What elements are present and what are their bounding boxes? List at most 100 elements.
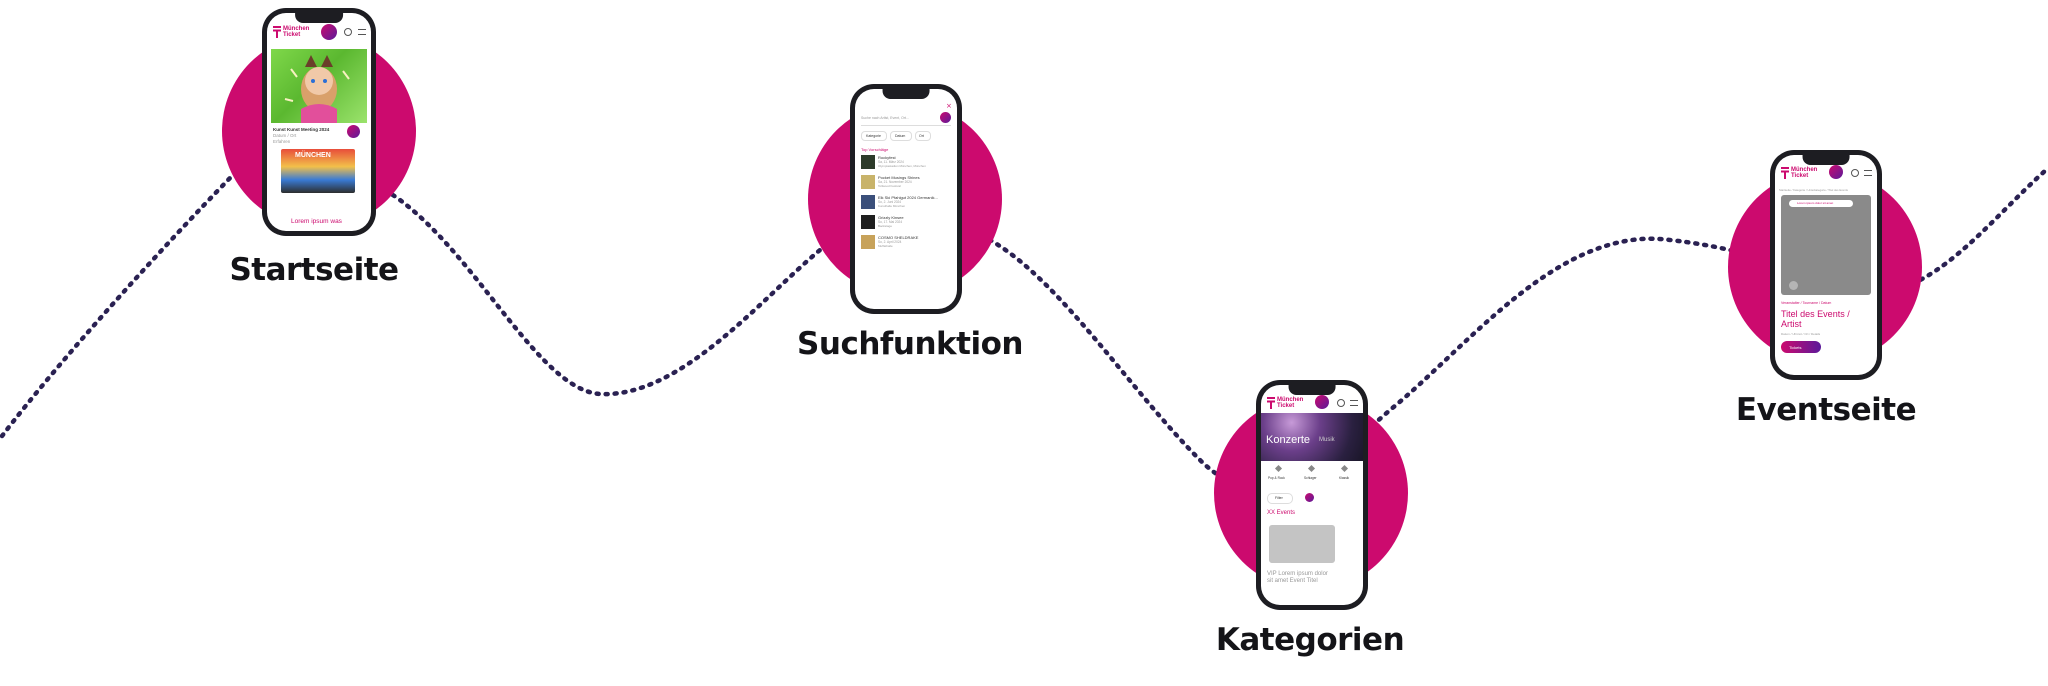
menu-icon[interactable] <box>1350 400 1358 406</box>
banner-sub: Musik <box>1319 437 1335 443</box>
brand-line1: München <box>283 26 310 32</box>
result-date: So, 2. April 2024 <box>878 240 902 244</box>
result-date: So, 17. Mai 2024 <box>878 220 903 224</box>
result-title: Grizzly Kinsee <box>878 215 904 220</box>
search-button[interactable] <box>1315 395 1329 409</box>
poster-stack: MÜNCHEN <box>281 149 355 193</box>
category-tab-2[interactable]: Klassik <box>1329 461 1361 485</box>
result-meta: Tollwood Festival <box>878 184 901 188</box>
tickets-label: Tickets <box>1789 344 1802 350</box>
filter-chip-label: Datum <box>895 133 906 138</box>
banner-title: Konzerte <box>1266 434 1311 446</box>
result-item[interactable]: Rockyfest Sa, 11. März 2024 Olympiastadi… <box>861 155 953 173</box>
poster-text: MÜNCHEN <box>295 152 331 159</box>
user-icon[interactable] <box>344 28 352 36</box>
category-tab-1[interactable]: Schlager <box>1296 461 1328 485</box>
event-card-image[interactable] <box>1269 525 1335 563</box>
phone-notch <box>1802 155 1850 165</box>
result-meta: Backstage <box>878 224 893 228</box>
category-tab-label: Klassik <box>1339 476 1350 480</box>
brand-mark-icon <box>1781 167 1789 179</box>
phone-notch <box>882 89 930 99</box>
label-startseite: Startseite <box>229 252 399 288</box>
result-title: Rockyfest <box>878 155 896 160</box>
event-badge-text: Lorem ipsum dolor sit amet <box>1797 201 1834 205</box>
brand-mark-icon <box>1267 397 1275 409</box>
footer-link[interactable]: Lorem ipsum was <box>291 218 342 225</box>
filter-add-button[interactable] <box>1305 493 1314 502</box>
event-meta: Datum / Uhrzeit / Ort / Details <box>1781 332 1821 336</box>
tickets-button[interactable]: Tickets <box>1781 341 1821 353</box>
result-meta: Kunsthalle München <box>878 204 906 208</box>
result-date: Sa, 21. November 2024 <box>878 180 912 184</box>
category-tab-label: Schlager <box>1304 476 1317 480</box>
label-kategorien: Kategorien <box>1215 622 1405 658</box>
brand-line2: Ticket <box>1277 403 1295 409</box>
user-icon[interactable] <box>1851 169 1859 177</box>
result-item[interactable]: Elk Ski Pfahlgut 2024 Germanik... So, 2.… <box>861 195 953 213</box>
close-icon[interactable]: × <box>946 102 952 110</box>
filter-chip-label: Ort <box>919 133 924 138</box>
suchfunktion-phone: × Suche nach Artist, Event, Ort... Kateg… <box>850 84 962 314</box>
category-tabs: Pop & Rock Schlager Klassik <box>1263 461 1361 485</box>
event-badge: Lorem ipsum dolor sit amet <box>1789 200 1853 207</box>
label-suchfunktion: Suchfunktion <box>797 326 1023 362</box>
search-field[interactable]: Suche nach Artist, Event, Ort... <box>861 113 951 126</box>
result-item[interactable]: Grizzly Kinsee So, 17. Mai 2024 Backstag… <box>861 215 953 233</box>
diamond-icon <box>1307 464 1316 473</box>
result-thumb <box>861 175 875 189</box>
category-banner: Konzerte Musik <box>1261 413 1363 461</box>
hero-image <box>271 49 367 123</box>
result-title: Pocket Musings Shines <box>878 175 920 180</box>
brand-mark-icon <box>273 26 281 38</box>
diamond-icon <box>1274 464 1283 473</box>
filter-chip-2[interactable]: Ort <box>915 131 931 141</box>
result-item[interactable]: Pocket Musings Shines Sa, 21. November 2… <box>861 175 953 193</box>
brand-line2: Ticket <box>1791 173 1809 179</box>
search-button[interactable] <box>1829 165 1843 179</box>
label-eventseite: Eventseite <box>1735 392 1917 428</box>
event-card-text[interactable]: VIP Lorem ipsum dolor sit amet Event Tit… <box>1267 571 1328 584</box>
event-organizer: Veranstalter / Tourname / Datum <box>1781 301 1832 305</box>
category-tab-0[interactable]: Pop & Rock <box>1263 461 1295 485</box>
brand-line2: Ticket <box>283 32 301 38</box>
tiger-artwork-icon <box>284 55 350 123</box>
filter-chip-label: Kategorie <box>866 133 881 138</box>
search-placeholder: Suche nach Artist, Event, Ort... <box>861 116 909 120</box>
result-meta: Olympiastadion München, München <box>878 164 926 168</box>
hero-title: Kunst Kunst Meeting 2024 <box>273 127 330 132</box>
breadcrumb[interactable]: Startseite / Kategorie / Unterkategorie … <box>1779 188 1848 192</box>
hero-sub1: Datum / Ort <box>273 133 297 138</box>
suchfunktion-screen: × Suche nach Artist, Event, Ort... Kateg… <box>855 89 957 309</box>
hero-sub2: Erfahren <box>273 139 291 144</box>
result-title: Elk Ski Pfahlgut 2024 Germanik... <box>878 195 938 200</box>
menu-icon[interactable] <box>358 29 366 35</box>
filter-button[interactable]: Filter <box>1267 493 1293 504</box>
result-thumb <box>861 215 875 229</box>
search-button[interactable] <box>321 24 337 40</box>
section-title: Top Vorschläge <box>861 147 889 152</box>
hero-arrow-button[interactable] <box>347 125 360 138</box>
result-thumb <box>861 155 875 169</box>
filter-chip-0[interactable]: Kategorie <box>861 131 887 141</box>
share-icon[interactable] <box>1789 281 1798 290</box>
event-count: XX Events <box>1267 510 1296 516</box>
brand-line1: München <box>1791 167 1818 173</box>
result-item[interactable]: COSMO SHELDRAKE So, 2. April 2024 Muffat… <box>861 235 953 253</box>
event-title: Titel des Events / Artist <box>1781 309 1850 329</box>
event-image: Lorem ipsum dolor sit amet <box>1781 195 1871 295</box>
result-date: So, 2. Juni 2024 <box>878 200 902 204</box>
diamond-icon <box>1340 464 1349 473</box>
result-meta: Muffathalle <box>878 244 893 248</box>
user-icon[interactable] <box>1337 399 1345 407</box>
menu-icon[interactable] <box>1864 170 1872 176</box>
search-submit-button[interactable] <box>940 112 951 123</box>
phone-notch <box>1288 385 1336 395</box>
filter-chip-1[interactable]: Datum <box>890 131 912 141</box>
